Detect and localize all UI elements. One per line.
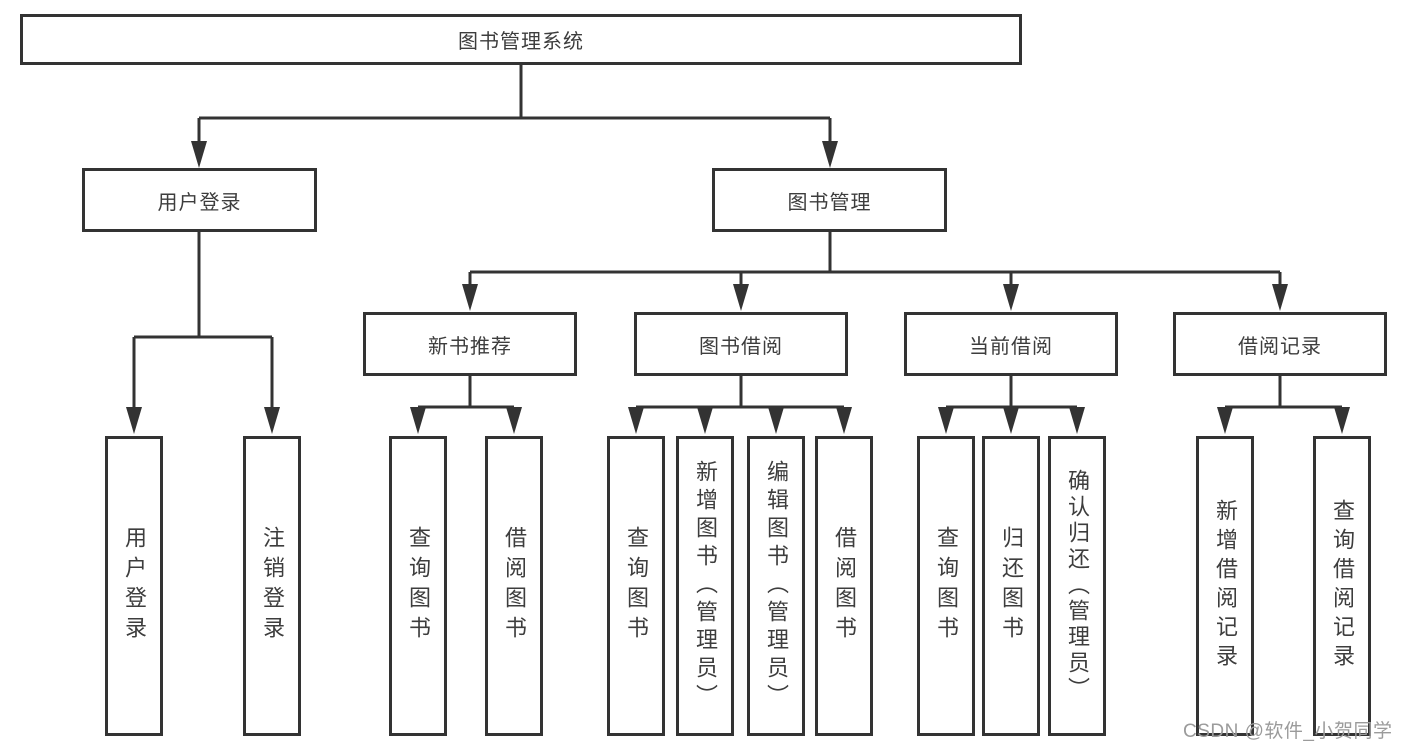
leaf-query-books-borrow: 查询图书: [607, 436, 665, 736]
node-new-book-recommend-label: 新书推荐: [428, 335, 512, 358]
node-book-borrow-label: 图书借阅: [699, 335, 783, 358]
node-book-management: 图书管理: [712, 168, 947, 232]
node-new-book-recommend: 新书推荐: [363, 312, 577, 376]
node-book-borrow: 图书借阅: [634, 312, 848, 376]
leaf-query-books-current: 查询图书: [917, 436, 975, 736]
leaf-add-borrow-record: 新增借阅记录: [1196, 436, 1254, 736]
leaf-confirm-return-admin: 确认归还（管理员）: [1048, 436, 1106, 736]
node-borrow-records-label: 借阅记录: [1238, 335, 1322, 358]
node-current-borrow: 当前借阅: [904, 312, 1118, 376]
leaf-user-login: 用户登录: [105, 436, 163, 736]
leaf-query-books-recommend: 查询图书: [389, 436, 447, 736]
leaf-borrow-books: 借阅图书: [815, 436, 873, 736]
csdn-watermark: CSDN @软件_小贺同学: [1183, 721, 1393, 742]
leaf-borrow-books-recommend: 借阅图书: [485, 436, 543, 736]
node-library-system-label: 图书管理系统: [458, 31, 584, 53]
leaf-logout: 注销登录: [243, 436, 301, 736]
leaf-query-borrow-record: 查询借阅记录: [1313, 436, 1371, 736]
leaf-edit-book-admin: 编辑图书（管理员）: [747, 436, 805, 736]
node-library-system: 图书管理系统: [20, 14, 1022, 65]
leaf-add-book-admin: 新增图书（管理员）: [676, 436, 734, 736]
arrowheads: [126, 141, 1350, 434]
node-book-management-label: 图书管理: [787, 191, 872, 214]
node-borrow-records: 借阅记录: [1173, 312, 1387, 376]
leaf-return-book: 归还图书: [982, 436, 1040, 736]
node-user-login-label: 用户登录: [157, 191, 242, 214]
node-user-login: 用户登录: [82, 168, 317, 232]
node-current-borrow-label: 当前借阅: [969, 335, 1053, 358]
